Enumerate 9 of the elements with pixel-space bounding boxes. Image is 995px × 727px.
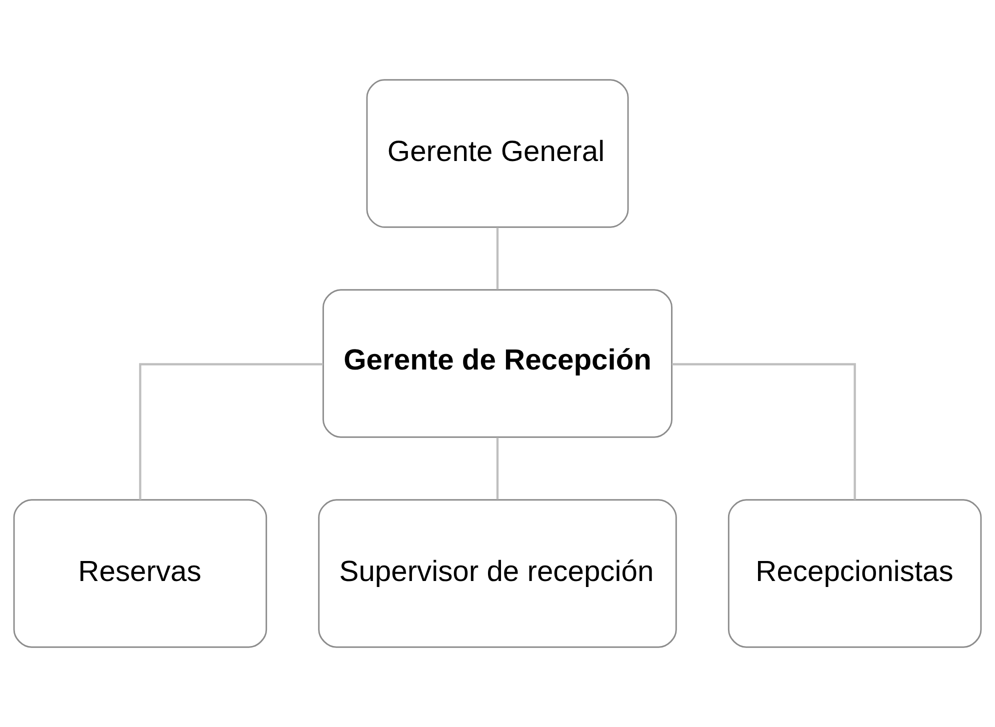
connector <box>496 228 499 290</box>
node-box: Reservas <box>13 499 268 648</box>
node-box: Gerente de Recepción <box>322 289 673 438</box>
node-box: Supervisor de recepción <box>318 499 677 648</box>
connector <box>139 363 324 500</box>
node-box: Gerente General <box>366 79 629 228</box>
connector <box>496 438 499 500</box>
node-box: Recepcionistas <box>728 499 982 648</box>
connector <box>672 363 856 500</box>
